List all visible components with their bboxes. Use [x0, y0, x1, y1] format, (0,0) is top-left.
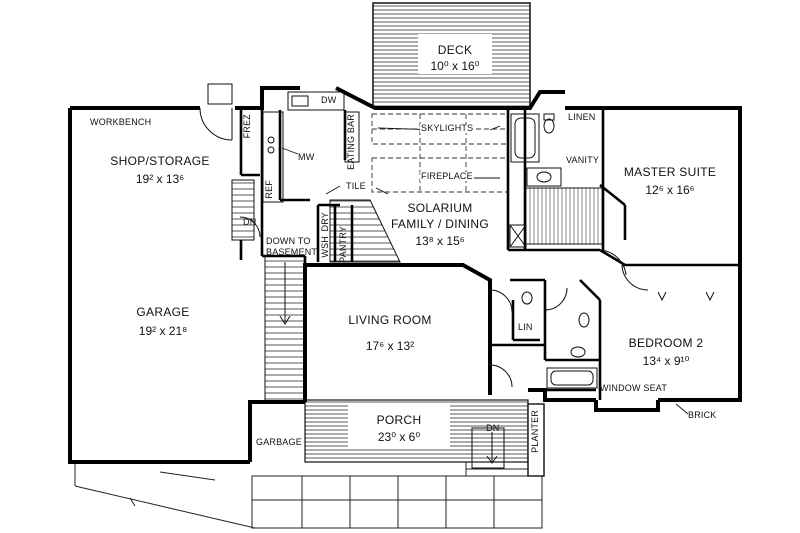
refrigerator-label: REF: [264, 180, 274, 199]
garage-dim: 19² x 21⁸: [138, 324, 188, 338]
lin-label: LIN: [518, 322, 533, 332]
microwave-label: MW: [298, 152, 315, 162]
dryer-label: DRY: [320, 212, 330, 232]
garbage-label: GARBAGE: [255, 437, 303, 447]
deck-name: DECK: [437, 43, 473, 57]
pantry-label: PANTRY: [338, 226, 348, 263]
brick-label: BRICK: [688, 410, 717, 420]
planter-label: PLANTER: [530, 410, 540, 453]
porch-name: PORCH: [376, 413, 422, 427]
bedroom-closet-marks: [657, 291, 715, 302]
basement-stairs: [264, 255, 306, 403]
down-label-garage: DN: [243, 217, 257, 227]
deck-dim: 10⁰ x 16⁰: [430, 59, 480, 73]
solarium-name: SOLARIUM: [407, 201, 473, 215]
kitchen-counters: [262, 91, 360, 203]
down-label-porch: DN: [486, 423, 500, 433]
basement-label: BASEMENT: [266, 247, 318, 257]
bedroom2-dim: 13⁴ x 9¹⁰: [642, 354, 690, 368]
washer-label: WSH: [320, 236, 330, 258]
garage-steps: [231, 179, 255, 241]
porch-dim: 23⁰ x 6⁰: [377, 430, 421, 444]
master-suite-dim: 12⁶ x 16⁶: [645, 183, 695, 197]
master-closet: [524, 187, 604, 245]
planter: [527, 403, 545, 477]
porch-arrow: [471, 427, 505, 469]
exterior-walls: [68, 86, 742, 464]
garage-name: GARAGE: [136, 305, 190, 319]
porch-deck: [304, 399, 529, 463]
tile-steps: [329, 199, 401, 263]
shop-name: SHOP/STORAGE: [110, 154, 210, 168]
workbench-label: WORKBENCH: [90, 117, 152, 127]
fireplace-label: FIREPLACE: [420, 171, 474, 181]
front-walk: [251, 462, 543, 529]
vanity-label: VANITY: [566, 155, 600, 165]
driveway: [74, 462, 256, 529]
dishwasher-label: DW: [320, 95, 338, 105]
master-suite-name: MASTER SUITE: [623, 165, 717, 179]
shop-dim: 19² x 13⁶: [135, 172, 185, 186]
bedroom2-name: BEDROOM 2: [628, 336, 704, 350]
down-to-label: DOWN TO: [266, 236, 311, 246]
linen-label: LINEN: [568, 112, 596, 122]
living-room-name: LIVING ROOM: [348, 313, 432, 327]
door-swings: [199, 83, 649, 388]
deck: [372, 2, 531, 108]
eating-bar-label: EATING BAR: [346, 114, 356, 170]
freezer-label: FREZ: [242, 114, 252, 139]
skylights-label: SKYLIGHTS: [420, 123, 475, 133]
window-seat-label: WINDOW SEAT: [600, 383, 668, 393]
family-dining-name: FAMILY / DINING: [390, 217, 490, 231]
solarium-dim: 13⁸ x 15⁶: [415, 234, 465, 248]
bath-fixtures: [509, 113, 598, 389]
tile-label: TILE: [345, 181, 367, 191]
living-room-dim: 17⁶ x 13²: [365, 339, 415, 353]
